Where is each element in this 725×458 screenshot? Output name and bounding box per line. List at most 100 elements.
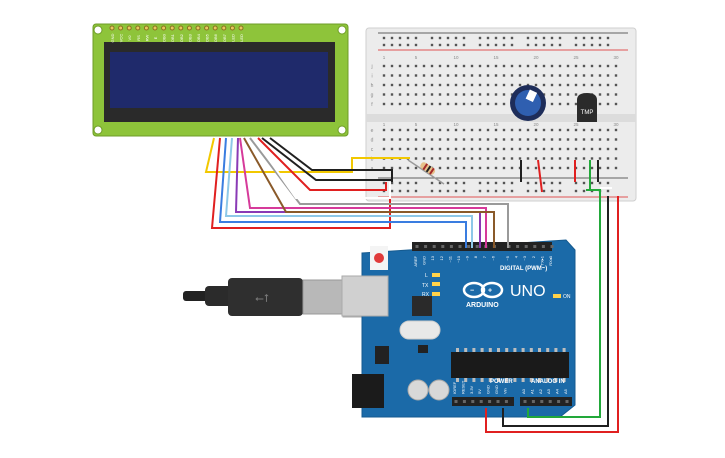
terminal-hole[interactable] [486, 128, 490, 132]
terminal-hole[interactable] [542, 138, 546, 141]
terminal-hole[interactable] [390, 83, 394, 87]
digital-pin[interactable] [475, 245, 479, 248]
terminal-hole[interactable] [454, 138, 458, 141]
terminal-hole[interactable] [534, 157, 538, 160]
terminal-hole[interactable] [430, 157, 434, 160]
terminal-hole[interactable] [422, 64, 426, 68]
terminal-hole[interactable] [382, 102, 386, 106]
wire-black[interactable] [269, 137, 393, 182]
digital-pin[interactable] [424, 245, 428, 248]
rail-hole[interactable] [510, 43, 514, 47]
rail-hole[interactable] [510, 36, 514, 40]
rail-hole[interactable] [606, 43, 610, 47]
terminal-hole[interactable] [566, 93, 570, 96]
terminal-hole[interactable] [558, 157, 562, 160]
terminal-hole[interactable] [438, 138, 442, 141]
rail-hole[interactable] [526, 36, 530, 40]
terminal-hole[interactable] [446, 147, 450, 151]
terminal-hole[interactable] [470, 74, 474, 77]
lcd-pin[interactable] [118, 25, 124, 31]
terminal-hole[interactable] [446, 83, 450, 87]
terminal-hole[interactable] [390, 93, 394, 96]
terminal-hole[interactable] [462, 166, 466, 170]
terminal-hole[interactable] [422, 147, 426, 151]
terminal-hole[interactable] [566, 74, 570, 77]
terminal-hole[interactable] [550, 93, 554, 96]
terminal-hole[interactable] [566, 147, 570, 151]
rail-hole[interactable] [502, 43, 506, 47]
terminal-hole[interactable] [598, 157, 602, 160]
rail-hole[interactable] [606, 181, 610, 185]
terminal-hole[interactable] [590, 64, 594, 68]
terminal-hole[interactable] [462, 74, 466, 77]
rail-hole[interactable] [486, 181, 490, 185]
digital-pin[interactable] [550, 245, 554, 248]
rail-hole[interactable] [446, 189, 450, 193]
terminal-hole[interactable] [574, 102, 578, 106]
wire-gray[interactable] [249, 137, 509, 248]
terminal-hole[interactable] [382, 166, 386, 170]
rail-hole[interactable] [430, 36, 434, 40]
terminal-hole[interactable] [542, 157, 546, 160]
terminal-hole[interactable] [478, 138, 482, 141]
terminal-hole[interactable] [606, 166, 610, 170]
terminal-hole[interactable] [598, 166, 602, 170]
terminal-hole[interactable] [430, 138, 434, 141]
rail-hole[interactable] [574, 36, 578, 40]
terminal-hole[interactable] [446, 74, 450, 77]
terminal-hole[interactable] [478, 128, 482, 132]
terminal-hole[interactable] [518, 83, 522, 87]
rail-hole[interactable] [414, 36, 418, 40]
terminal-hole[interactable] [566, 166, 570, 170]
terminal-hole[interactable] [430, 74, 434, 77]
rail-hole[interactable] [534, 189, 538, 193]
terminal-hole[interactable] [430, 147, 434, 151]
terminal-hole[interactable] [398, 128, 402, 132]
rail-hole[interactable] [390, 189, 394, 193]
terminal-hole[interactable] [470, 64, 474, 68]
terminal-hole[interactable] [494, 147, 498, 151]
terminal-hole[interactable] [606, 138, 610, 141]
terminal-hole[interactable] [422, 128, 426, 132]
rail-hole[interactable] [414, 181, 418, 185]
rail-hole[interactable] [398, 36, 402, 40]
terminal-hole[interactable] [574, 147, 578, 151]
terminal-hole[interactable] [502, 157, 506, 160]
terminal-hole[interactable] [462, 138, 466, 141]
rail-hole[interactable] [494, 43, 498, 47]
rail-hole[interactable] [398, 189, 402, 193]
lcd-pin[interactable] [152, 25, 158, 31]
terminal-hole[interactable] [510, 74, 514, 77]
rail-hole[interactable] [502, 181, 506, 185]
terminal-hole[interactable] [606, 128, 610, 132]
lcd-pin[interactable] [186, 25, 192, 31]
terminal-hole[interactable] [486, 147, 490, 151]
rail-hole[interactable] [558, 43, 562, 47]
terminal-hole[interactable] [454, 102, 458, 106]
terminal-hole[interactable] [438, 93, 442, 96]
terminal-hole[interactable] [598, 83, 602, 87]
rail-hole[interactable] [534, 181, 538, 185]
terminal-hole[interactable] [470, 166, 474, 170]
rail-hole[interactable] [478, 36, 482, 40]
terminal-hole[interactable] [462, 128, 466, 132]
rail-hole[interactable] [534, 43, 538, 47]
terminal-hole[interactable] [486, 83, 490, 87]
terminal-hole[interactable] [606, 157, 610, 160]
terminal-hole[interactable] [406, 83, 410, 87]
lcd-pin[interactable] [135, 25, 141, 31]
terminal-hole[interactable] [590, 166, 594, 170]
terminal-hole[interactable] [486, 102, 490, 106]
terminal-hole[interactable] [406, 64, 410, 68]
rail-hole[interactable] [510, 181, 514, 185]
power-jack[interactable] [352, 374, 384, 408]
terminal-hole[interactable] [414, 74, 418, 77]
terminal-hole[interactable] [470, 157, 474, 160]
terminal-hole[interactable] [598, 93, 602, 96]
terminal-hole[interactable] [438, 147, 442, 151]
terminal-hole[interactable] [422, 138, 426, 141]
terminal-hole[interactable] [470, 128, 474, 132]
wire-green[interactable] [527, 189, 601, 418]
terminal-hole[interactable] [590, 157, 594, 160]
terminal-hole[interactable] [558, 166, 562, 170]
